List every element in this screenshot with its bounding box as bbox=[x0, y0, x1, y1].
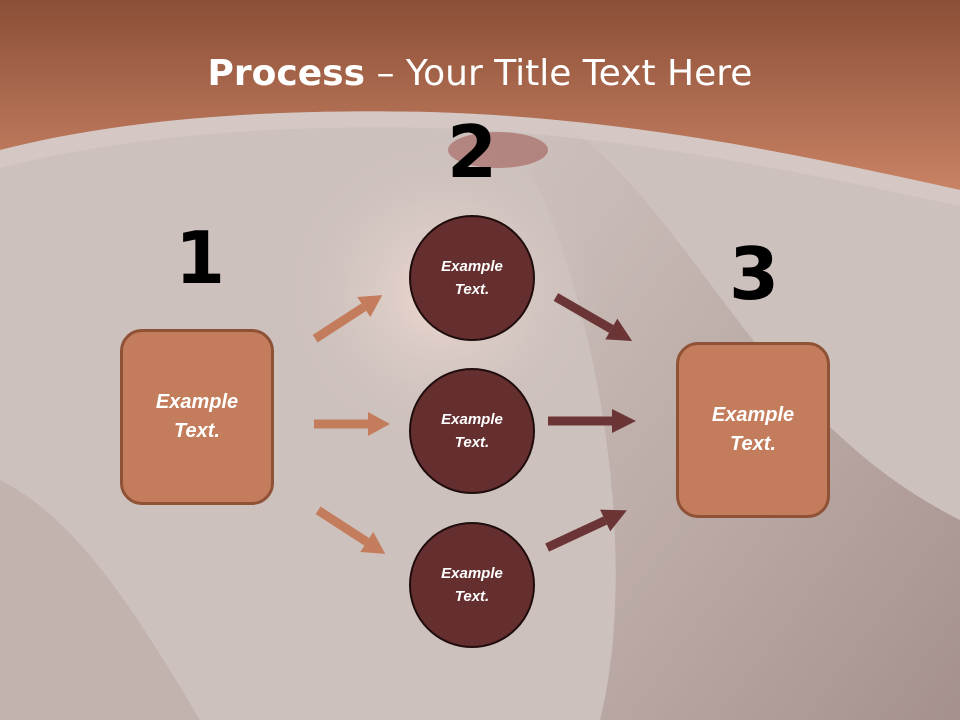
arrow-right-down bbox=[553, 293, 633, 341]
step-number-3: 3 bbox=[728, 232, 780, 316]
arrow-left-center bbox=[314, 412, 390, 436]
circle-top: Example Text. bbox=[409, 215, 535, 341]
hand-shadow bbox=[0, 480, 200, 720]
step-number-2: 2 bbox=[446, 110, 498, 194]
slide-title: Process – Your Title Text Here bbox=[0, 52, 960, 96]
circle-top-label: Example Text. bbox=[441, 258, 503, 298]
left-box-label: Example Text. bbox=[155, 391, 239, 442]
right-box: Example Text. bbox=[676, 342, 830, 518]
circle-middle-label: Example Text. bbox=[441, 411, 503, 451]
title-bold: Process bbox=[207, 53, 366, 94]
arrow-left-up bbox=[312, 295, 383, 343]
step-number-1: 1 bbox=[174, 216, 226, 300]
arrow-right-center bbox=[548, 409, 636, 433]
circle-bottom-label: Example Text. bbox=[441, 565, 503, 605]
circle-bottom: Example Text. bbox=[409, 522, 535, 648]
circle-middle: Example Text. bbox=[409, 368, 535, 494]
arrow-left-down bbox=[315, 506, 386, 554]
header-swoosh bbox=[0, 111, 960, 206]
header-band bbox=[0, 0, 960, 190]
lips-shape bbox=[448, 132, 548, 168]
left-box: Example Text. bbox=[120, 329, 274, 505]
right-box-label: Example Text. bbox=[711, 404, 795, 455]
arrow-right-up bbox=[545, 509, 627, 552]
title-rest: – Your Title Text Here bbox=[365, 53, 753, 94]
